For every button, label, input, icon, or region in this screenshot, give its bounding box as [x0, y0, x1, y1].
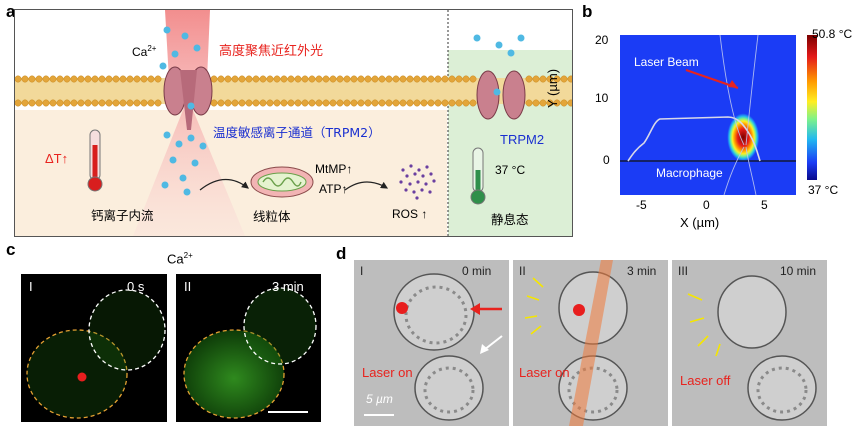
calcium-ions [159, 26, 525, 196]
c-frame-1-cells [26, 289, 166, 419]
ion-channel-left [163, 66, 213, 130]
ros-label: ROS ↑ [392, 207, 428, 221]
b-ytick-20: 20 [595, 33, 609, 47]
d-scalebar-label: 5 µm [366, 392, 393, 406]
panel-d-letter: d [336, 244, 347, 263]
c-title: Ca2+ [167, 251, 193, 266]
b-xtick-0: 0 [703, 198, 710, 212]
ion-channel-right [476, 70, 526, 120]
arrow-mito-to-ros [344, 181, 389, 191]
channel-label: 温度敏感离子通道（TRPM2） [213, 125, 381, 140]
d-frame-2-status: Laser on [519, 365, 570, 380]
b-xlabel: X (µm) [680, 215, 720, 230]
c-frame-1-roman: I [29, 279, 33, 294]
arrow-influx-to-mito [199, 178, 249, 191]
panel-a-letter: a [6, 2, 16, 21]
mtmp-label: MtMP↑ [315, 162, 353, 176]
d-frame-1-status: Laser on [362, 365, 413, 380]
d-frame-2-roman: II [519, 264, 526, 278]
ca-label-sup: 2+ [147, 44, 157, 53]
colorbar-min-label: 37 °C [808, 183, 839, 197]
c-title-sup: 2+ [183, 251, 193, 260]
d-frame-3: III 10 min Laser off [672, 260, 827, 426]
panel-c-letter: c [6, 240, 16, 259]
c-frame-1: I 0 s [21, 274, 167, 422]
ros-particles [399, 164, 436, 200]
d-frame-3-roman: III [678, 264, 689, 278]
c-frame-1-time: 0 s [127, 279, 145, 294]
panel-a-diagram: Ca2+ 高度聚焦近红外光 温度敏感离子通道（TRPM2） ΔT↑ MtMP↑ … [14, 9, 573, 237]
d-frame-2-time: 3 min [627, 264, 657, 278]
c-frame-2: II 3 min [176, 274, 321, 422]
c-title-base: Ca [167, 251, 184, 267]
ca-label: Ca2+ [132, 44, 156, 59]
heatmap-plot: Laser Beam Macrophage [620, 35, 796, 195]
trpm2-label: TRPM2 [500, 132, 545, 147]
c-frame-2-time: 3 min [272, 279, 304, 294]
colorbar [807, 35, 817, 180]
mitochondrion-icon [250, 166, 314, 198]
c-frame-2-cells [183, 287, 317, 419]
d-frame-2-cells [524, 260, 628, 426]
temp-label: 37 °C [495, 163, 526, 177]
d-frame-1-cells [364, 273, 503, 421]
macrophage-label: Macrophage [656, 166, 723, 180]
ca-label-base: Ca [132, 45, 148, 59]
d-frame-2: II 3 min Laser on [513, 260, 668, 426]
b-ylabel: Y (µm) [545, 68, 560, 108]
laser-beam-label: Laser Beam [634, 55, 699, 69]
colorbar-max-label: 50.8 °C [812, 27, 853, 41]
b-ytick-0: 0 [603, 153, 610, 167]
mito-label: 线粒体 [253, 209, 291, 224]
resting-label: 静息态 [491, 212, 529, 227]
d-frame-1: I 0 min Laser on 5 µm [354, 260, 509, 426]
heatmap-overlay [620, 35, 796, 195]
d-frame-3-status: Laser off [680, 373, 731, 388]
panel-b-letter: b [582, 2, 593, 21]
d-frame-1-time: 0 min [462, 264, 492, 278]
nir-light-label: 高度聚焦近红外光 [219, 44, 324, 59]
b-ytick-10: 10 [595, 91, 609, 105]
atp-label: ATP↑ [319, 182, 348, 196]
d-frame-3-cells [687, 275, 817, 421]
thermometer-green-icon [470, 147, 486, 205]
b-xtick-5: 5 [761, 198, 768, 212]
d-frame-3-time: 10 min [780, 264, 817, 278]
thermometer-red-icon [87, 129, 103, 192]
panel-a-graphics [15, 10, 572, 236]
b-xtick-m5: -5 [636, 198, 647, 212]
d-frame-1-roman: I [360, 264, 364, 278]
delta-t-label: ΔT↑ [45, 151, 69, 166]
c-frame-2-roman: II [184, 279, 192, 294]
influx-label: 钙离子内流 [91, 208, 154, 223]
